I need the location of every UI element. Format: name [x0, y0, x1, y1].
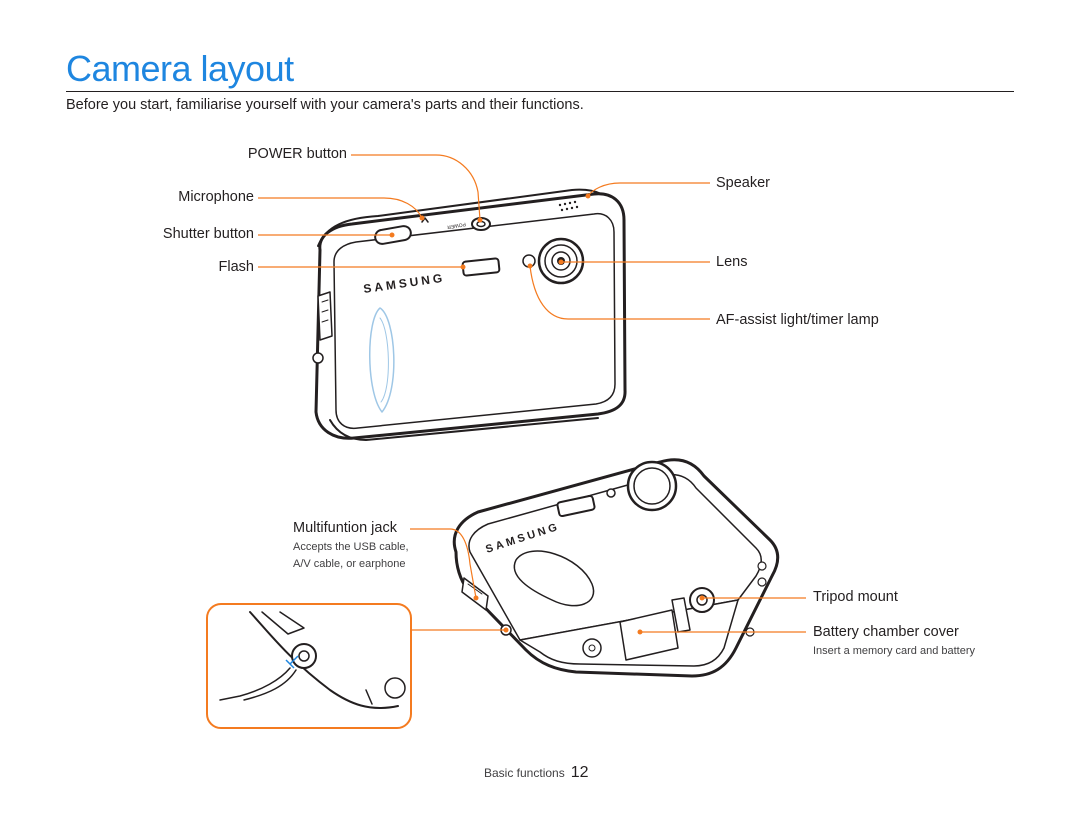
- battery-chamber-cover: [619, 609, 679, 661]
- page-title: Camera layout: [66, 48, 294, 89]
- label-lens: Lens: [716, 254, 748, 270]
- label-power-button: POWER button: [247, 146, 347, 162]
- label-af-assist: AF-assist light/timer lamp: [716, 312, 879, 328]
- label-battery-cover: Battery chamber cover: [813, 624, 959, 640]
- intro-text: Before you start, familiarise yourself w…: [66, 97, 584, 113]
- front-camera: [312, 188, 627, 441]
- multifunction-note-1: Accepts the USB cable,: [293, 541, 409, 553]
- front-power-label: POWER: [446, 221, 466, 230]
- label-flash: Flash: [218, 259, 254, 275]
- label-tripod-mount: Tripod mount: [813, 589, 898, 605]
- strap-inset: [206, 603, 412, 729]
- label-multifunction-jack: Multifuntion jack: [293, 520, 397, 536]
- bottom-camera: [452, 458, 780, 678]
- bottom-flash: [556, 494, 596, 518]
- battery-note: Insert a memory card and battery: [813, 645, 976, 657]
- front-flash: [461, 257, 501, 277]
- callout-lines: [258, 154, 806, 635]
- multifunction-note-2: A/V cable, or earphone: [293, 558, 406, 570]
- page-number: 12: [570, 764, 589, 781]
- page-footer: Basic functions 12: [484, 764, 589, 782]
- speaker-grille: [558, 200, 579, 212]
- label-shutter-button: Shutter button: [162, 226, 254, 242]
- label-speaker: Speaker: [716, 175, 771, 191]
- title-rule: [66, 91, 1014, 92]
- label-microphone: Microphone: [178, 189, 254, 205]
- footer-section: Basic functions: [484, 766, 565, 780]
